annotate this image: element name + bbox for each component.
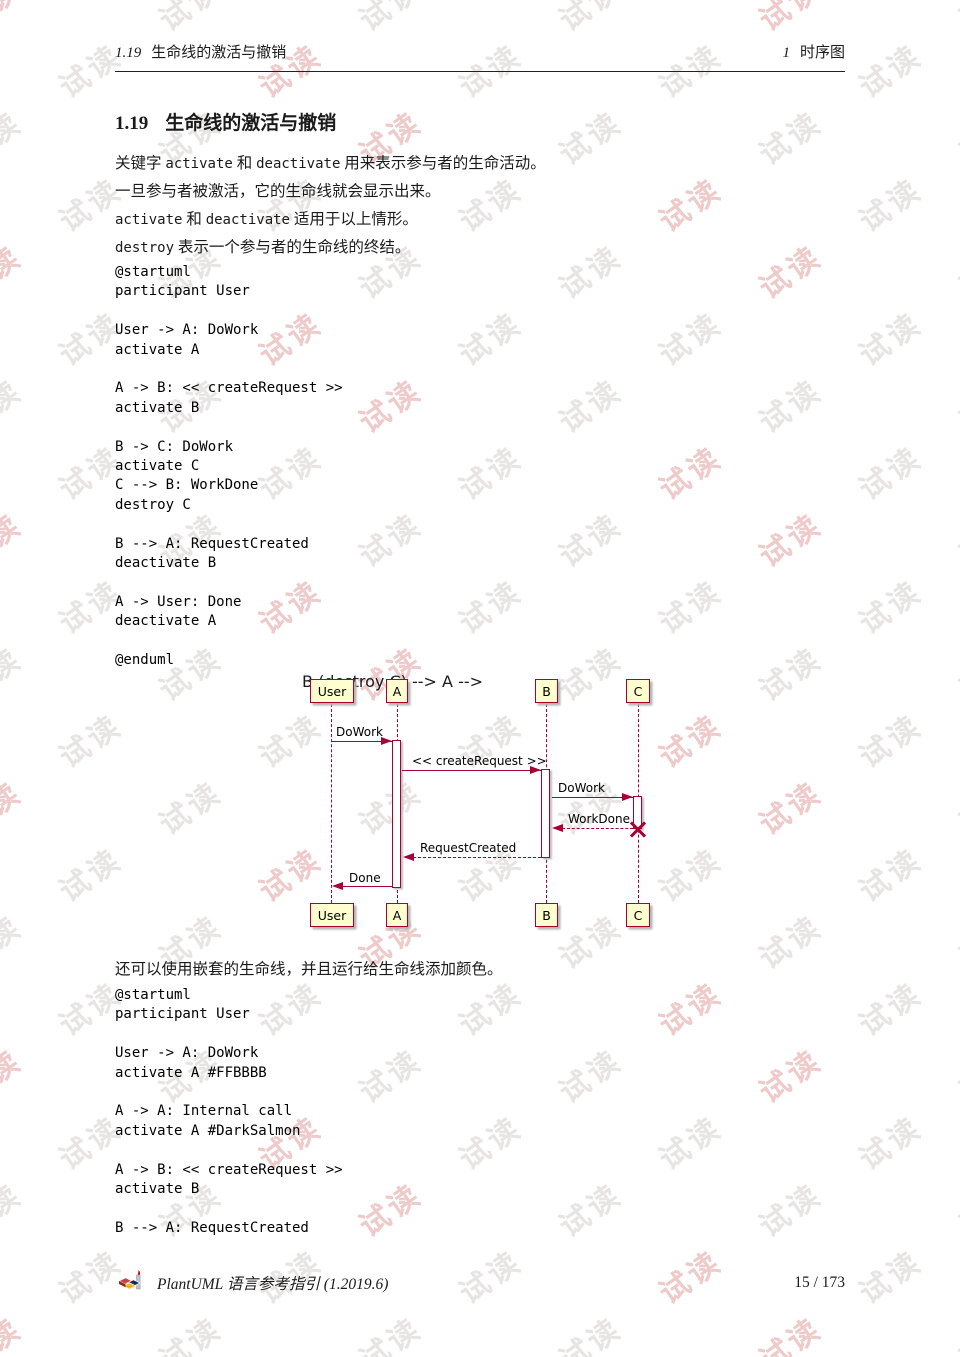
inline-text: 用来表示参与者的生命活动。 (340, 155, 546, 172)
inline-code: activate (115, 212, 183, 228)
participant-box-a-bottom: A (386, 903, 408, 927)
message-label: Done (349, 871, 381, 885)
participant-label: C (633, 907, 643, 923)
arrowhead-left-icon (332, 882, 343, 890)
sequence-diagram: User A B C User A B C DoWork << createRe… (302, 672, 662, 944)
section-heading-number: 1.19 (115, 113, 149, 134)
inline-text: 关键字 (115, 155, 166, 172)
code-block-2: @startuml participant User User -> A: Do… (115, 987, 343, 1236)
message-line (562, 828, 638, 829)
participant-label: C (633, 683, 643, 699)
header-left: 1.19 生命线的激活与撤销 (115, 41, 286, 62)
paragraph: destroy 表示一个参与者的生命线的终结。 (115, 235, 410, 257)
footer-doc-title: PlantUML 语言参考指引 (1.2019.6) (157, 1276, 389, 1293)
inline-code: destroy (115, 240, 175, 256)
header-section-title: 生命线的激活与撤销 (151, 45, 287, 61)
inline-code: deactivate (205, 212, 290, 228)
header-chapter-title: 时序图 (799, 45, 845, 61)
paragraph: 关键字 activate 和 deactivate 用来表示参与者的生命活动。 (115, 151, 546, 173)
participant-box-user: User (310, 679, 354, 703)
footer-left: PlantUML 语言参考指引 (1.2019.6) (115, 1268, 388, 1298)
note-paragraph: 还可以使用嵌套的生命线，并且运行给生命线添加颜色。 (115, 961, 503, 978)
section-heading: 1.19 生命线的激活与撤销 (115, 108, 336, 135)
message-line (413, 857, 541, 858)
message-label: RequestCreated (420, 841, 517, 855)
activation-bar-a (392, 740, 401, 888)
header-right: 1 时序图 (782, 41, 845, 62)
activation-bar-b (541, 769, 550, 858)
destroy-x-icon (628, 819, 648, 839)
message-line (342, 886, 392, 887)
message-label: << createRequest >> (412, 754, 547, 768)
participant-box-b-bottom: B (535, 903, 558, 927)
plantuml-logo-icon (118, 1270, 141, 1290)
inline-text: 和 (182, 211, 206, 228)
inline-text: 表示一个参与者的生命线的终结。 (174, 239, 411, 256)
participant-label: User (317, 907, 347, 923)
arrowhead-right-icon (622, 793, 633, 801)
arrowhead-left-icon (403, 853, 414, 861)
page-footer: PlantUML 语言参考指引 (1.2019.6) 15 / 173 (115, 1266, 845, 1300)
participant-label: B (542, 683, 551, 699)
arrowhead-left-icon (552, 824, 563, 832)
arrowhead-right-icon (381, 737, 392, 745)
message-line (332, 741, 393, 742)
header-section-number: 1.19 (115, 45, 142, 61)
inline-text: 一旦参与者被激活，它的生命线就会显示出来。 (115, 183, 441, 200)
participant-box-a: A (386, 679, 408, 703)
code-block-1: @startuml participant User User -> A: Do… (115, 264, 343, 669)
message-label: DoWork (558, 781, 605, 795)
message-line (402, 770, 541, 771)
footer-page-number: 15 / 173 (794, 1274, 845, 1291)
inline-code: activate (165, 156, 233, 172)
inline-code: deactivate (256, 156, 341, 172)
paragraph: 一旦参与者被激活，它的生命线就会显示出来。 (115, 179, 441, 201)
lifeline-user (331, 704, 332, 903)
participant-label: A (392, 683, 402, 699)
participant-label: User (317, 683, 347, 699)
participant-box-c: C (626, 679, 650, 703)
participant-box-user-bottom: User (310, 903, 354, 927)
participant-box-c-bottom: C (626, 903, 650, 927)
section-heading-title: 生命线的激活与撤销 (165, 113, 337, 134)
inline-text: 和 (232, 155, 257, 172)
header-chapter-number: 1 (782, 45, 790, 61)
inline-text: 适用于以上情形。 (290, 211, 418, 228)
running-header: 1.19 生命线的激活与撤销 1 时序图 (115, 45, 845, 72)
participant-box-b: B (535, 679, 558, 703)
participant-label: B (542, 907, 551, 923)
message-label: DoWork (336, 725, 383, 739)
participant-label: A (392, 907, 402, 923)
paragraph: activate 和 deactivate 适用于以上情形。 (115, 207, 418, 229)
message-label: WorkDone (568, 812, 630, 826)
message-line (552, 797, 633, 798)
arrowhead-right-icon (530, 766, 541, 774)
